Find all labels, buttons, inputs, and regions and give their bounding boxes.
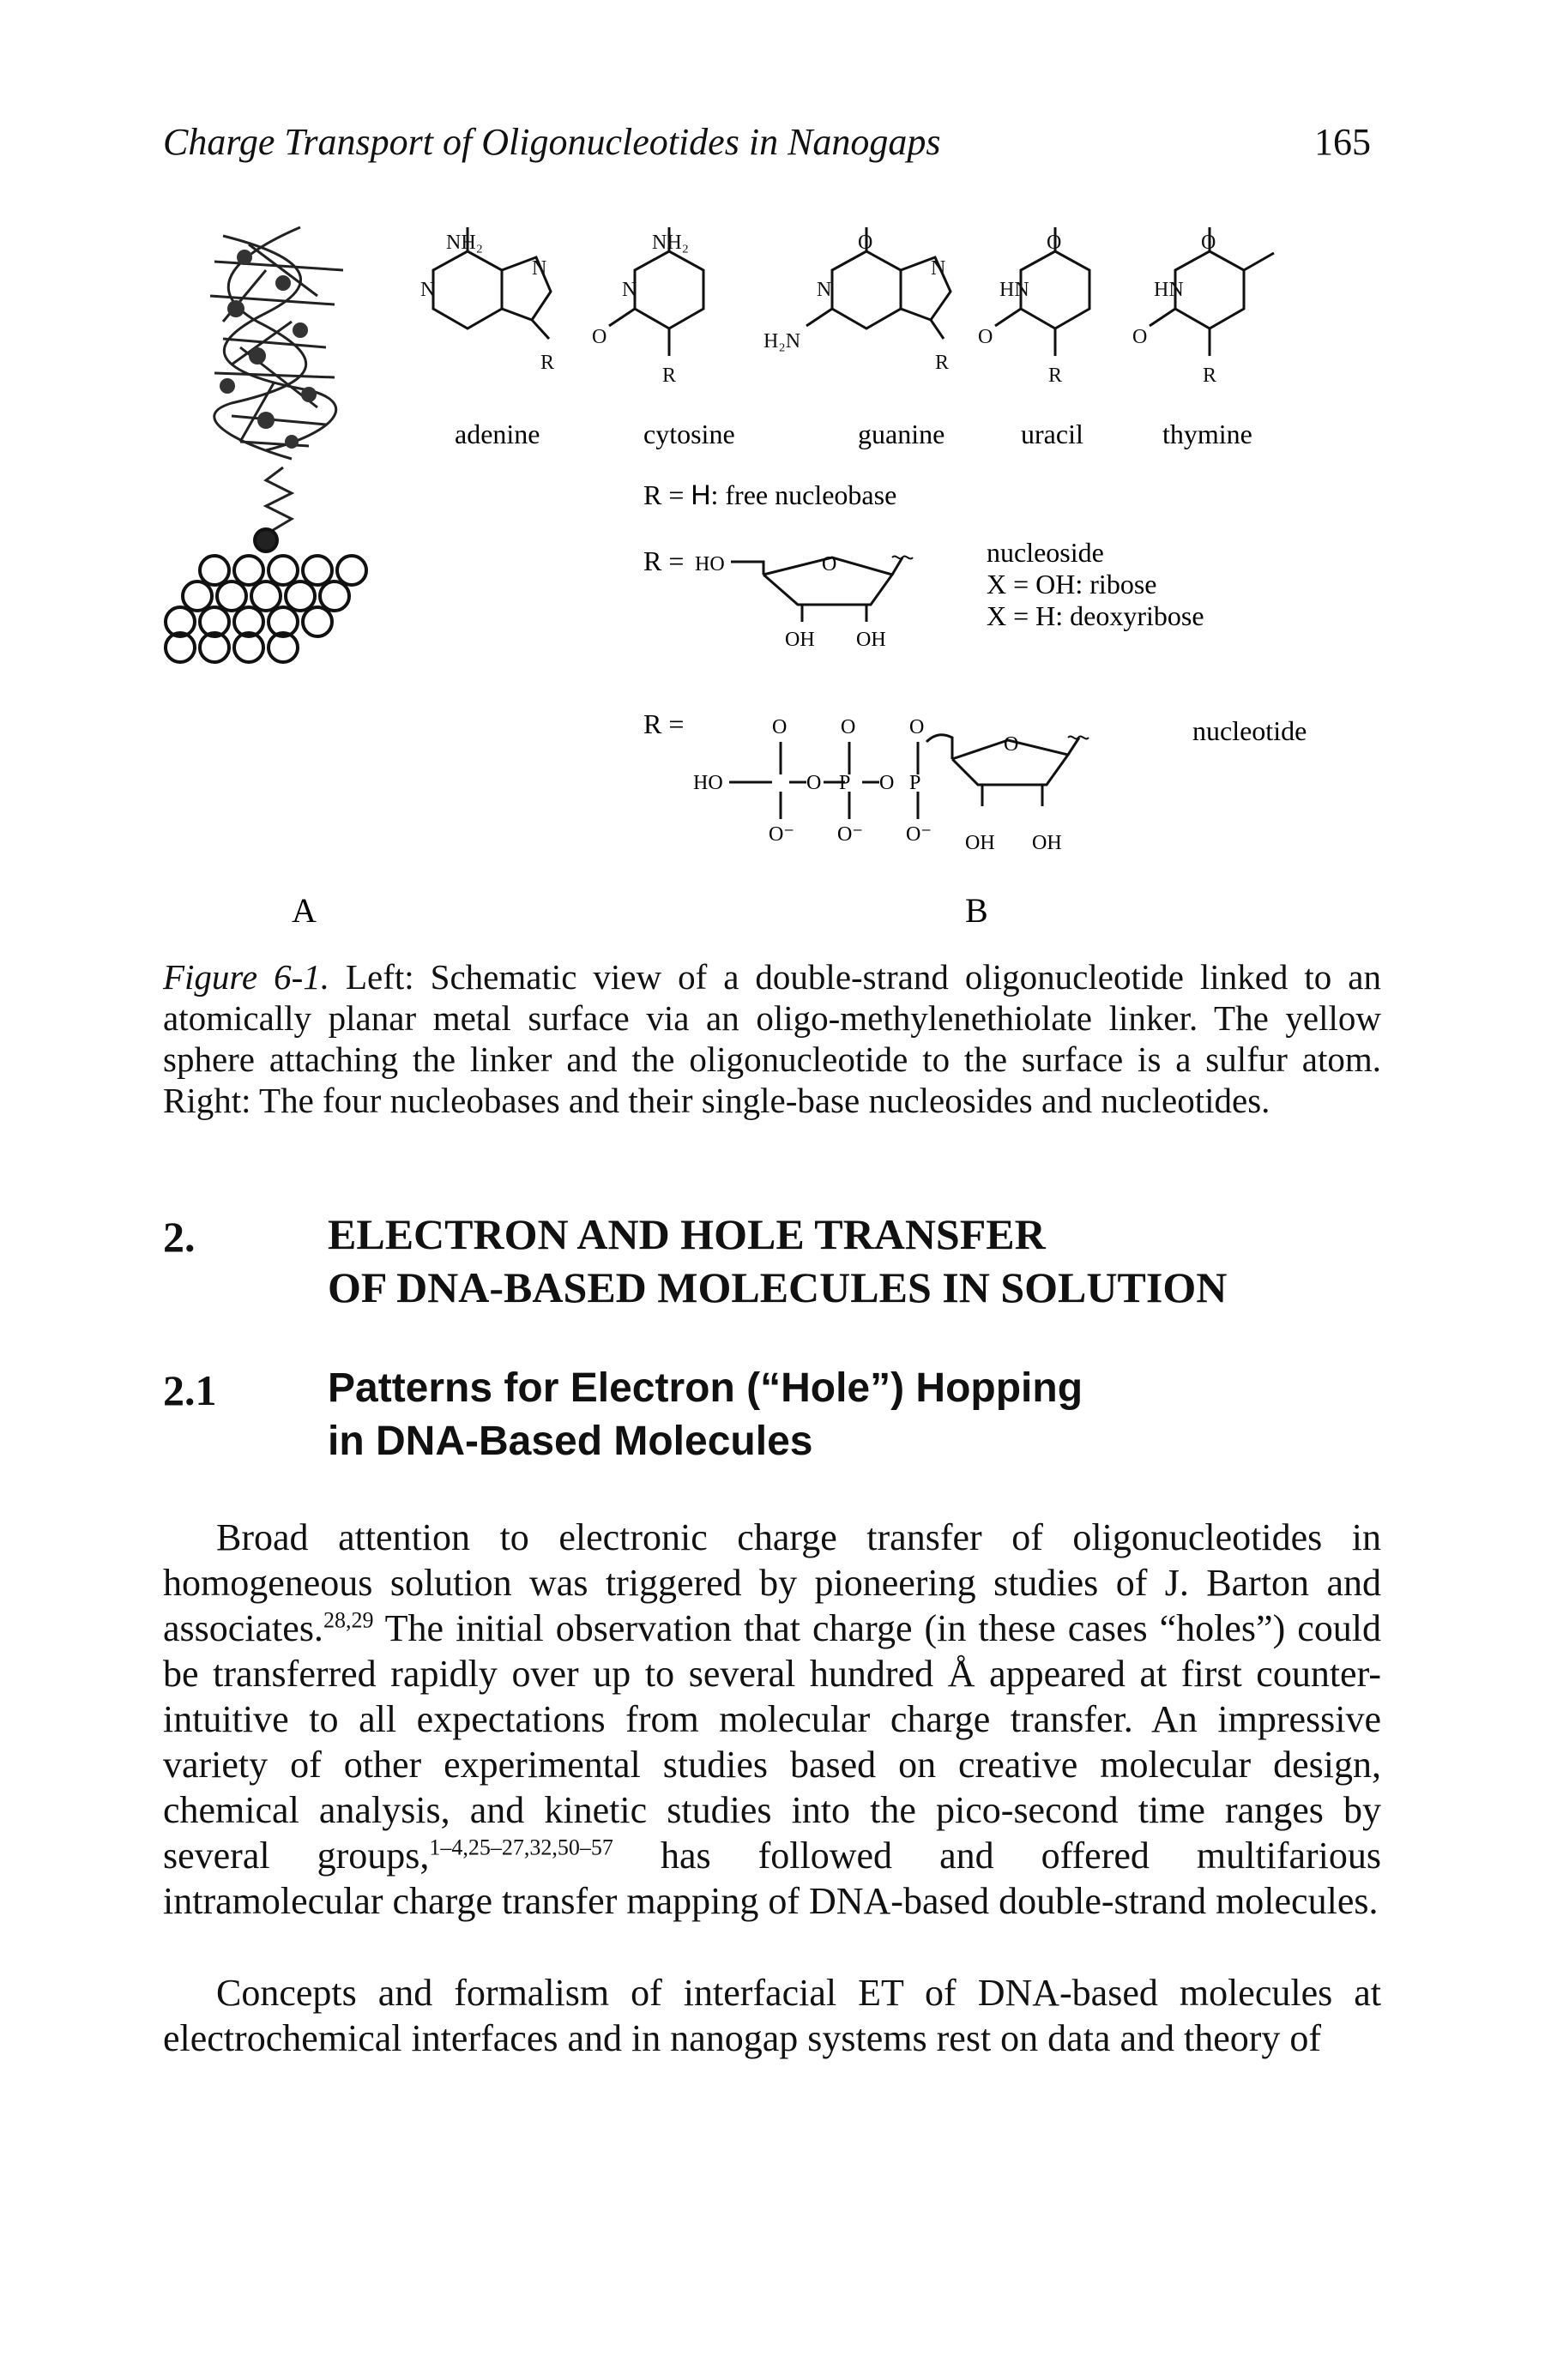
free-nucleobase-h: H xyxy=(691,479,710,510)
nucleotide-ominus3: O⁻ xyxy=(906,823,932,846)
caption-text: Left: Schematic view of a double-strand … xyxy=(163,957,1381,1120)
nucleotide-o1: O xyxy=(772,716,787,738)
section-title-line2: OF DNA-BASED MOLECULES IN SOLUTION xyxy=(328,1263,1228,1311)
adenine-structure: NH₂ N N R xyxy=(420,227,554,374)
nucleoside-oh-right: OH xyxy=(856,629,886,651)
subsection-title-line2: in DNA-Based Molecules xyxy=(328,1419,813,1464)
uracil-o-label: O xyxy=(1047,232,1061,254)
cytosine-structure: NH₂ N O R xyxy=(592,227,705,387)
caption-label: Figure 6-1. xyxy=(163,957,329,997)
cytosine-r-label: R xyxy=(662,365,676,387)
panel-a-label: A xyxy=(292,891,317,930)
section-title-line1: ELECTRON AND HOLE TRANSFER xyxy=(328,1210,1046,1258)
adenine-n-label: N xyxy=(420,279,435,301)
body-paragraph-2: Concepts and formalism of interfacial ET… xyxy=(163,1972,1381,2059)
uracil-o2-label: O xyxy=(978,326,993,348)
adenine-nh2-label: NH₂ xyxy=(446,232,483,254)
adenine-n7-label: N xyxy=(532,257,546,280)
nucleotide-ominus2: O⁻ xyxy=(837,823,863,846)
thymine-r-label: R xyxy=(1203,365,1216,387)
panel-b-label: B xyxy=(965,891,988,930)
nucleoside-ribose: X = OH: ribose xyxy=(987,569,1156,600)
adenine-r-label: R xyxy=(540,352,554,374)
uracil-r-label: R xyxy=(1048,365,1062,387)
running-title: Charge Transport of Oligonucleotides in … xyxy=(163,121,941,163)
subsection-number: 2.1 xyxy=(163,1366,217,1414)
nucleoside-oh-left: OH xyxy=(785,629,815,651)
thymine-structure: O HN O R xyxy=(1132,227,1275,387)
cytosine-o-label: O xyxy=(592,326,607,348)
thymine-o-label: O xyxy=(1201,232,1216,254)
guanine-structure: O N N H₂N R xyxy=(763,227,952,374)
nucleotide-p1: P xyxy=(839,772,850,794)
nucleoside-deoxyribose: X = H: deoxyribose xyxy=(987,600,1204,631)
p1-reference-2: 1–4,25–27,32,50–57 xyxy=(429,1835,613,1860)
page-number: 165 xyxy=(1314,121,1371,163)
figure-caption: Figure 6-1. Left: Schematic view of a do… xyxy=(163,956,1381,1121)
nucleoside-ring-o: O xyxy=(822,553,836,575)
nucleotide-r-label: R = xyxy=(643,708,684,739)
thymine-name: thymine xyxy=(1162,419,1252,449)
nucleoside-title: nucleoside xyxy=(987,537,1104,568)
nucleotide-oh-right: OH xyxy=(1032,832,1062,854)
body-paragraph-1: Broad attention to electronic charge tra… xyxy=(163,1515,1381,1924)
nucleotide-o-link1: O xyxy=(806,772,821,794)
nucleotide-structure: R = HO O O O O O P P O⁻ O⁻ O⁻ O OH OH nu… xyxy=(643,708,1307,854)
dna-helix-illustration xyxy=(209,226,344,533)
p1-reference-1: 28,29 xyxy=(323,1607,374,1633)
nucleoside-structure: R = HO O OH OH nucleoside X = OH: ribose… xyxy=(643,537,1204,651)
thymine-hn-label: HN xyxy=(1154,279,1184,301)
guanine-n-label: N xyxy=(817,279,831,301)
guanine-o-label: O xyxy=(858,232,872,254)
uracil-name: uracil xyxy=(1021,419,1083,449)
figure-svg: A B NH₂ N N R adenine NH₂ N O R cytosine… xyxy=(164,226,1307,930)
adenine-name: adenine xyxy=(455,419,540,449)
nucleotide-ho-label: HO xyxy=(693,772,723,794)
cytosine-nh2-label: NH₂ xyxy=(652,232,689,254)
section-number: 2. xyxy=(163,1213,196,1261)
subsection-title-line1: Patterns for Electron (“Hole”) Hopping xyxy=(328,1365,1083,1411)
guanine-h2n-label: H₂N xyxy=(763,330,800,352)
gold-surface-lattice xyxy=(164,527,368,664)
guanine-r-label: R xyxy=(935,352,949,374)
free-nucleobase-label: R = H: free nucleobase xyxy=(643,479,896,510)
nucleotide-oh-left: OH xyxy=(965,832,995,854)
nucleotide-o3: O xyxy=(909,716,924,738)
nucleotide-o-link2: O xyxy=(879,772,894,794)
nucleotide-p2: P xyxy=(909,772,920,794)
uracil-structure: O HN O R xyxy=(978,227,1091,387)
p1-part-a: Broad attention to electronic charge tra… xyxy=(163,1516,1381,1649)
nucleotide-title: nucleotide xyxy=(1192,715,1307,746)
nucleotide-o2: O xyxy=(841,716,855,738)
free-nucleobase-prefix: R = xyxy=(643,479,691,510)
nucleoside-ho-label: HO xyxy=(695,553,725,575)
thymine-o2-label: O xyxy=(1132,326,1147,348)
nucleotide-ring-o: O xyxy=(1004,733,1018,756)
figure-6-1: A B NH₂ N N R adenine NH₂ N O R cytosine… xyxy=(163,219,1398,939)
cytosine-n-label: N xyxy=(622,279,637,301)
guanine-name: guanine xyxy=(858,419,945,449)
cytosine-name: cytosine xyxy=(643,419,735,449)
uracil-hn-label: HN xyxy=(999,279,1029,301)
free-nucleobase-suffix: : free nucleobase xyxy=(711,479,897,510)
nucleoside-r-label: R = xyxy=(643,545,684,576)
p1-part-b: The initial observation that charge (in … xyxy=(163,1607,1381,1877)
guanine-n7-label: N xyxy=(931,257,945,280)
nucleotide-ominus1: O⁻ xyxy=(769,823,794,846)
p1-part-c: has followed and offered multifarious in… xyxy=(163,1835,1381,1922)
